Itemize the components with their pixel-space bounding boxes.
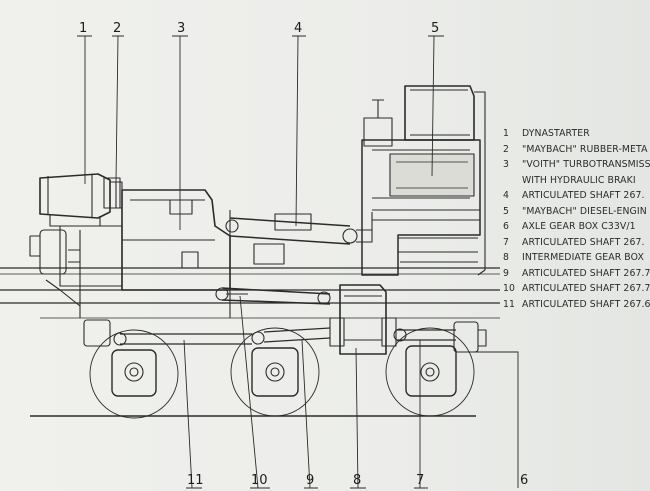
legend-number: 11 <box>503 298 516 310</box>
legend-item: 6 AXLE GEAR BOX C33V/1 <box>503 219 650 235</box>
callout-8: 8 <box>353 473 361 488</box>
legend-number: 1 <box>503 128 510 139</box>
legend-label: AXLE GEAR BOX C33V/1 <box>522 221 636 232</box>
legend-item: 3 "VOITH" TURBOTRANSMISS <box>503 157 650 173</box>
legend-label: ARTICULATED SHAFT 267.7 <box>522 267 650 279</box>
callout-2: 2 <box>113 21 121 36</box>
legend-item: 9 ARTICULATED SHAFT 267.7 <box>503 266 650 282</box>
legend-label: ARTICULATED SHAFT 267.7 <box>522 283 650 294</box>
articulated-shaft-upper <box>225 212 373 265</box>
legend-label: "VOITH" TURBOTRANSMISS <box>522 159 650 170</box>
legend-label: ARTICULATED SHAFT 267.6 <box>522 298 650 310</box>
callout-4: 4 <box>294 21 302 36</box>
legend-number: 8 <box>503 252 510 263</box>
leader-lines <box>77 35 519 489</box>
turbotransmission <box>29 189 231 307</box>
legend-number: 9 <box>503 267 510 279</box>
callout-3: 3 <box>177 21 185 36</box>
legend-item: 8 INTERMEDIATE GEAR BOX <box>503 250 650 266</box>
callout-6: 6 <box>520 473 528 488</box>
legend-number: 7 <box>503 236 510 248</box>
legend-label: "MAYBACH" RUBBER-META <box>522 143 648 155</box>
wheelset-rear <box>385 321 487 417</box>
legend-item: 11 ARTICULATED SHAFT 267.6 <box>503 297 650 313</box>
legend-label: DYNASTARTER <box>522 128 590 139</box>
legend-number: 6 <box>503 221 510 232</box>
legend-number: 4 <box>503 190 510 201</box>
legend-item: 2 "MAYBACH" RUBBER-META <box>503 142 650 158</box>
legend-item: 4 ARTICULATED SHAFT 267. <box>503 188 650 204</box>
intermediate-gear-box <box>329 284 397 355</box>
legend-number: 3 <box>503 159 510 170</box>
legend-label-continued: WITH HYDRAULIC BRAKI <box>522 174 636 186</box>
legend-item: 7 ARTICULATED SHAFT 267. <box>503 235 650 251</box>
legend-item: 10 ARTICULATED SHAFT 267.7 <box>503 281 650 297</box>
legend-label: INTERMEDIATE GEAR BOX <box>522 252 644 263</box>
callout-7: 7 <box>416 473 424 488</box>
legend-number: 2 <box>503 143 510 155</box>
legend-number: 10 <box>503 283 516 294</box>
callout-9: 9 <box>306 473 314 488</box>
dynastarter <box>39 173 121 227</box>
wheelset-front <box>83 319 179 419</box>
callout-10: 10 <box>251 473 268 488</box>
callout-11: 11 <box>187 473 204 488</box>
diesel-engine <box>361 85 486 276</box>
parts-legend: 1 DYNASTARTER 2 "MAYBACH" RUBBER-META 3 … <box>503 126 650 312</box>
legend-item: 5 "MAYBACH" DIESEL-ENGIN <box>503 204 650 220</box>
callout-numbers: 1 2 3 4 5 6 7 8 9 10 11 <box>79 21 528 488</box>
callout-5: 5 <box>431 21 439 36</box>
legend-label: ARTICULATED SHAFT 267. <box>522 190 645 201</box>
legend-label: ARTICULATED SHAFT 267. <box>522 236 645 248</box>
callout-1: 1 <box>79 21 87 36</box>
legend-number: 5 <box>503 205 510 217</box>
bogie-shafts <box>113 327 456 346</box>
legend-item: 1 DYNASTARTER <box>503 126 650 142</box>
legend-label: "MAYBACH" DIESEL-ENGIN <box>522 205 647 217</box>
